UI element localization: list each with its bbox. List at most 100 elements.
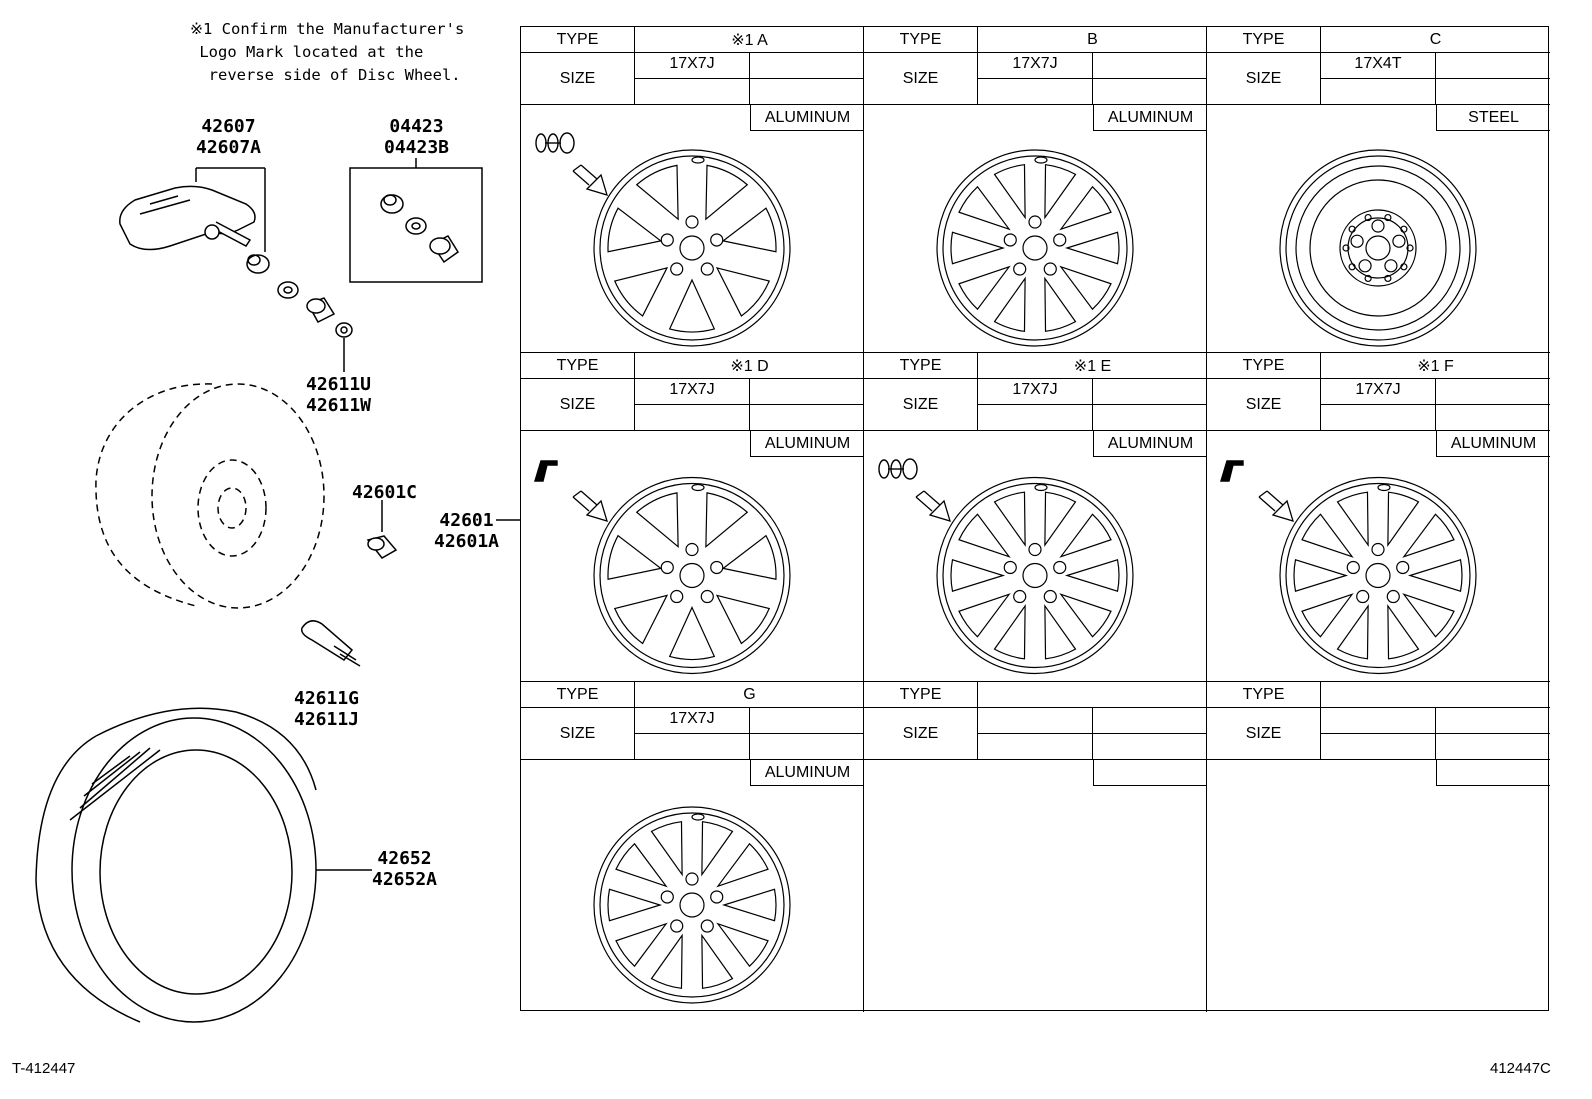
valve-cap-icon bbox=[246, 254, 353, 338]
type-value: ※1 D bbox=[635, 353, 864, 379]
wheel-drawing bbox=[936, 149, 1134, 347]
size-value: 17X7J bbox=[635, 379, 750, 405]
size-extra bbox=[1093, 53, 1207, 79]
size-label: SIZE bbox=[864, 708, 978, 760]
tire-icon bbox=[35, 707, 372, 1023]
type-value: ※1 A bbox=[635, 27, 864, 53]
diagram-code-left: T-412447 bbox=[12, 1060, 76, 1077]
type-value: B bbox=[978, 27, 1207, 53]
wheel-drawing bbox=[534, 460, 791, 675]
valve-stem-icon bbox=[300, 620, 361, 667]
size-value: 17X7J bbox=[978, 379, 1093, 405]
size-label: SIZE bbox=[521, 708, 635, 760]
size-value bbox=[1321, 708, 1436, 734]
size-extra bbox=[1093, 379, 1207, 405]
size-value bbox=[978, 708, 1093, 734]
part-label-valve-stem: 42611G 42611J bbox=[294, 688, 360, 730]
size-label: SIZE bbox=[521, 379, 635, 431]
arrow-icon bbox=[572, 490, 608, 522]
type-value: ※1 E bbox=[978, 353, 1207, 379]
size-row-bottom bbox=[978, 79, 1207, 105]
size-label: SIZE bbox=[864, 379, 978, 431]
size-row-bottom bbox=[1321, 79, 1550, 105]
arrow-icon bbox=[1258, 490, 1294, 522]
size-label: SIZE bbox=[521, 53, 635, 105]
size-value: 17X7J bbox=[1321, 379, 1436, 405]
size-row-bottom bbox=[635, 734, 864, 760]
size-row-bottom bbox=[635, 79, 864, 105]
size-extra bbox=[1093, 708, 1207, 734]
size-extra bbox=[750, 53, 864, 79]
wheel-drawing bbox=[878, 458, 1134, 675]
material-label bbox=[1093, 760, 1207, 786]
size-label: SIZE bbox=[864, 53, 978, 105]
wheel-drawing bbox=[535, 132, 791, 347]
wheel-drawing bbox=[1279, 149, 1477, 347]
material-label: ALUMINUM bbox=[750, 105, 864, 131]
size-row-bottom bbox=[1321, 405, 1550, 431]
type-label: TYPE bbox=[1207, 27, 1321, 53]
type-value: C bbox=[1321, 27, 1550, 53]
size-value: 17X7J bbox=[978, 53, 1093, 79]
part-label-sensor: 42607 42607A bbox=[196, 116, 262, 158]
type-label: TYPE bbox=[521, 27, 635, 53]
material-label: ALUMINUM bbox=[750, 431, 864, 457]
size-extra bbox=[1436, 53, 1550, 79]
type-label: TYPE bbox=[521, 682, 635, 708]
wheel-drawing bbox=[593, 806, 791, 1004]
size-label: SIZE bbox=[1207, 53, 1321, 105]
type-value bbox=[1321, 682, 1550, 708]
material-label: ALUMINUM bbox=[750, 760, 864, 786]
size-row-bottom bbox=[635, 405, 864, 431]
material-label: ALUMINUM bbox=[1436, 431, 1550, 457]
weight-clip-icon bbox=[1220, 460, 1244, 482]
manufacturer-logo-note: ※1 Confirm the Manufacturer's Logo Mark … bbox=[190, 20, 465, 84]
size-row-bottom bbox=[978, 734, 1207, 760]
size-value: 17X4T bbox=[1321, 53, 1436, 79]
hub-nut-icon bbox=[366, 535, 398, 559]
size-row-bottom bbox=[1321, 734, 1550, 760]
material-label: ALUMINUM bbox=[1093, 431, 1207, 457]
part-label-wheel: 42601 42601A bbox=[434, 510, 500, 552]
weight-clip-icon bbox=[534, 460, 558, 482]
material-label: ALUMINUM bbox=[1093, 105, 1207, 131]
size-row-bottom bbox=[978, 405, 1207, 431]
diagram-code-right: 412447C bbox=[1490, 1060, 1551, 1077]
wheel-drawing bbox=[1220, 460, 1477, 675]
part-label-hub-nut: 42601C bbox=[352, 482, 418, 503]
part-label-tire: 42652 42652A bbox=[372, 848, 438, 890]
valve-icon bbox=[535, 132, 575, 154]
material-label: STEEL bbox=[1436, 105, 1550, 131]
valve-icon bbox=[878, 458, 918, 480]
type-value: ※1 F bbox=[1321, 353, 1550, 379]
size-value: 17X7J bbox=[635, 53, 750, 79]
type-label: TYPE bbox=[864, 353, 978, 379]
size-extra bbox=[750, 708, 864, 734]
arrow-icon bbox=[572, 164, 608, 196]
size-value: 17X7J bbox=[635, 708, 750, 734]
tpms-sensor-icon bbox=[119, 185, 256, 251]
part-label-valve-parts: 42611U 42611W bbox=[306, 374, 372, 416]
type-label: TYPE bbox=[1207, 353, 1321, 379]
material-label bbox=[1436, 760, 1550, 786]
size-label: SIZE bbox=[1207, 708, 1321, 760]
part-label-valve-cap-set: 04423 04423B bbox=[384, 116, 450, 158]
type-label: TYPE bbox=[864, 682, 978, 708]
type-label: TYPE bbox=[864, 27, 978, 53]
size-extra bbox=[1436, 379, 1550, 405]
type-value: G bbox=[635, 682, 864, 708]
parts-illustration bbox=[35, 158, 520, 1023]
valve-cap-set-icon bbox=[380, 194, 460, 264]
wheel-outline-icon bbox=[95, 383, 325, 609]
type-label: TYPE bbox=[1207, 682, 1321, 708]
size-extra bbox=[1436, 708, 1550, 734]
size-extra bbox=[750, 379, 864, 405]
